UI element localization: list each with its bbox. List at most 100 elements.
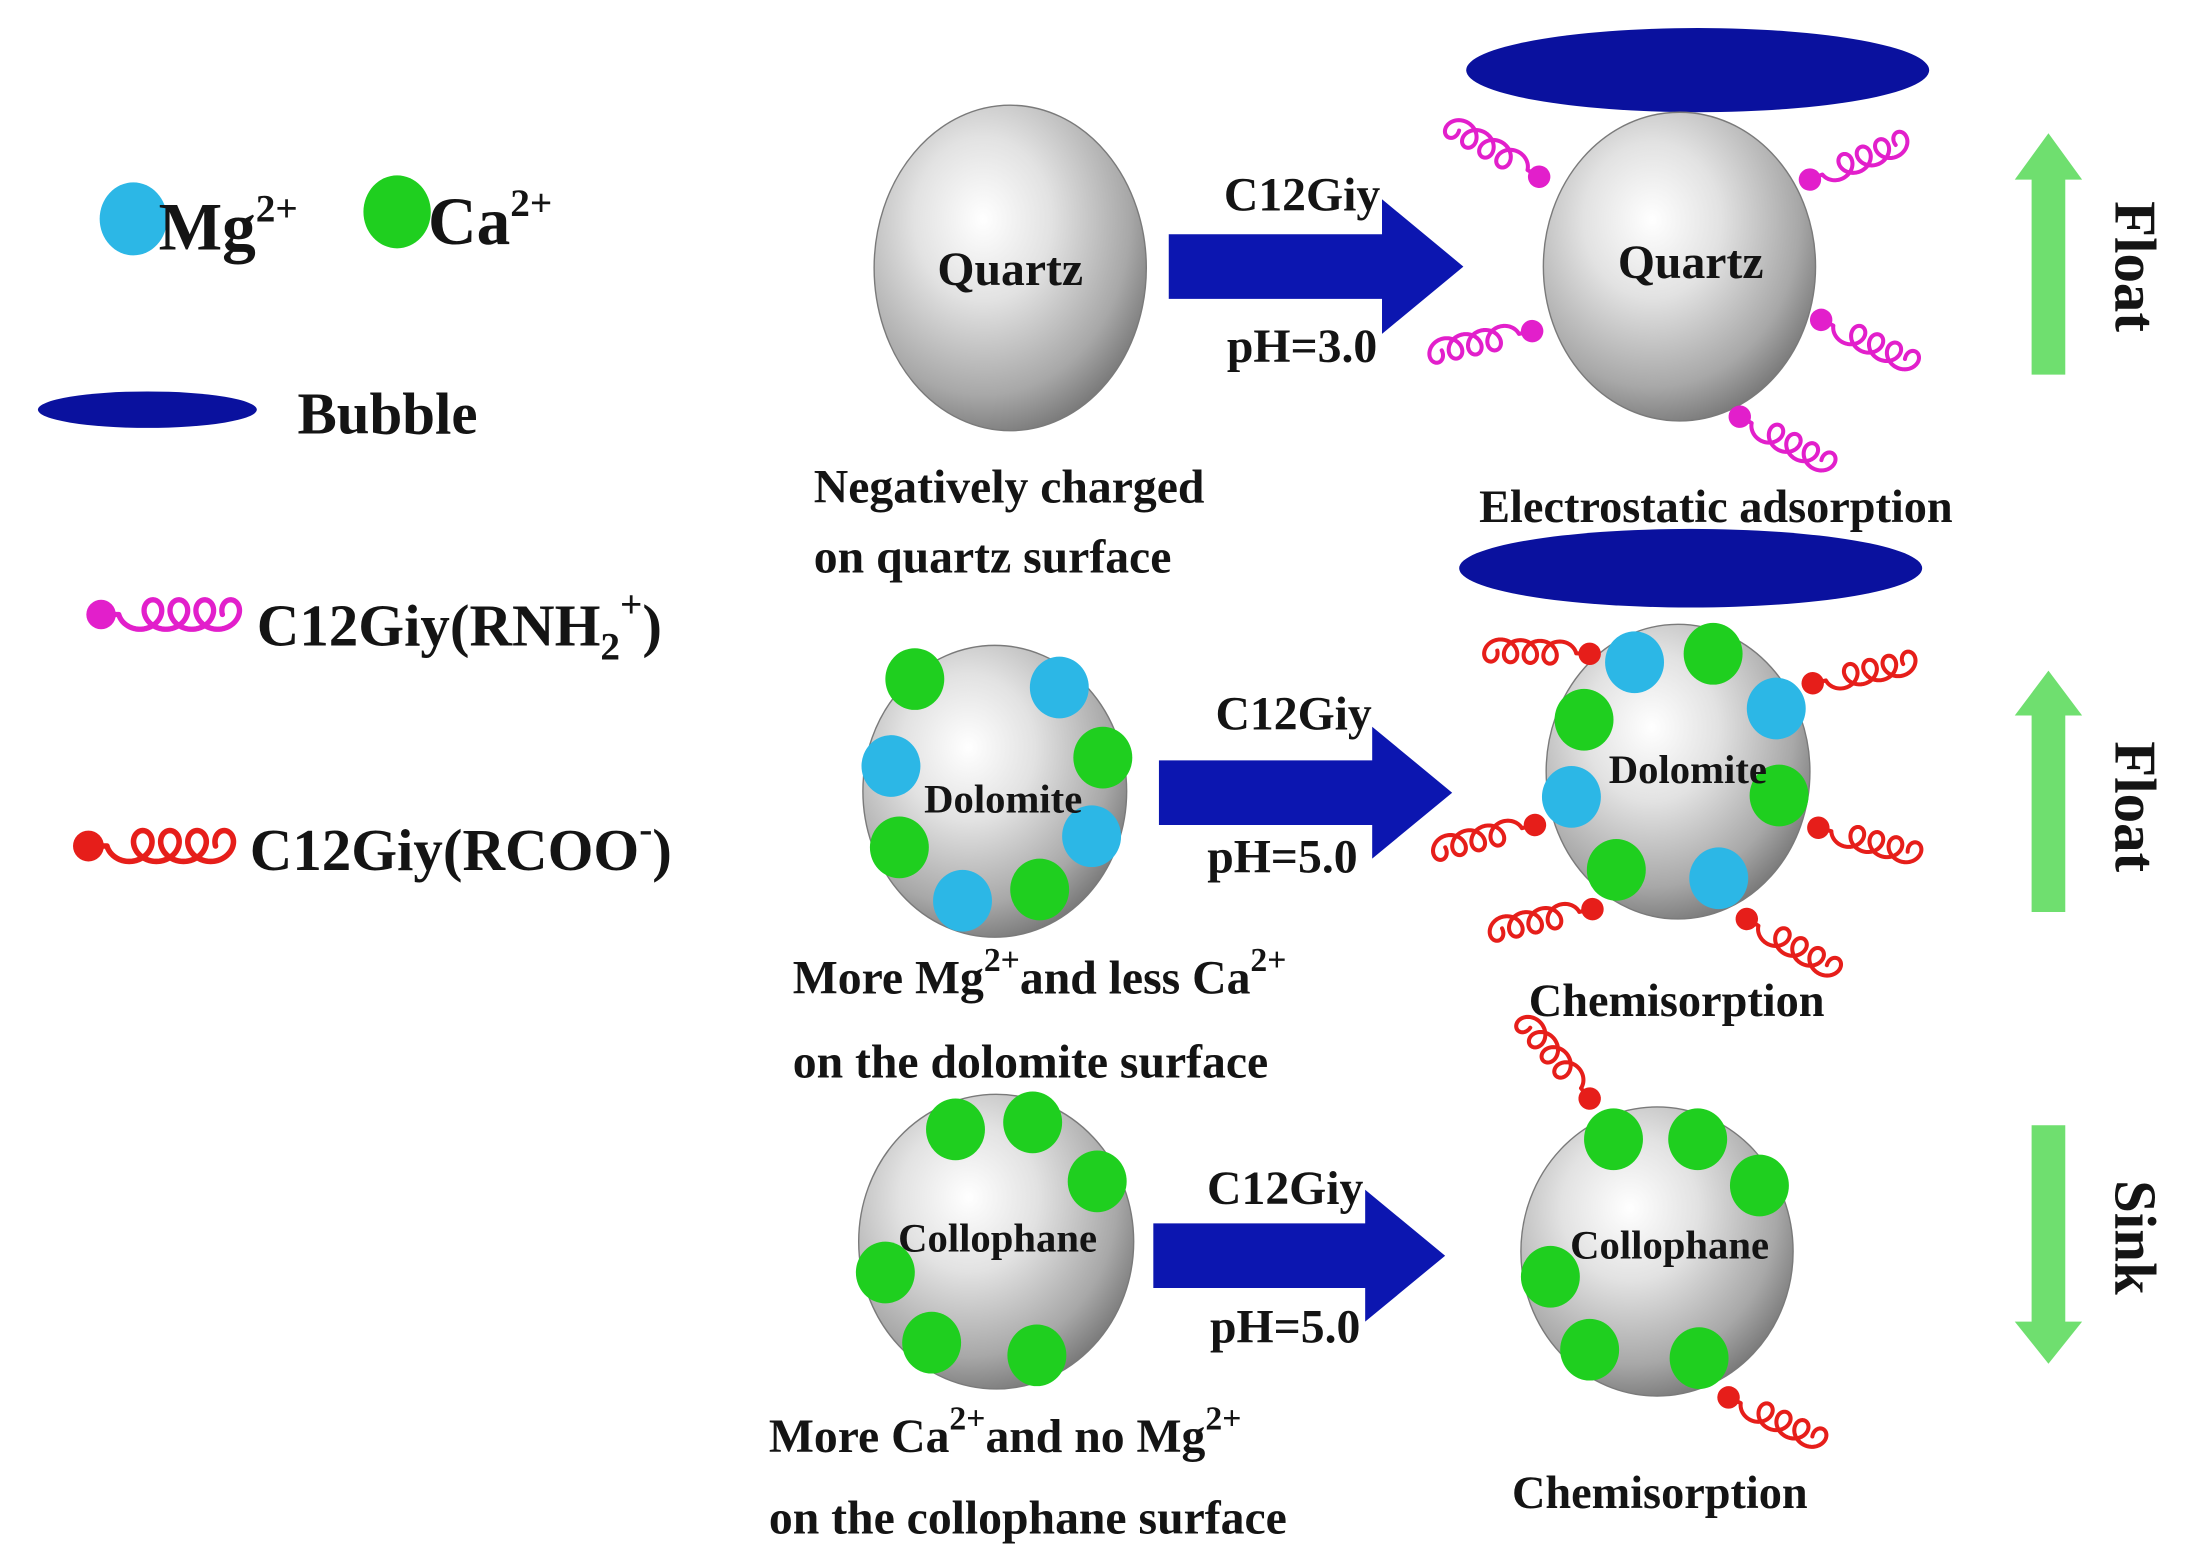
mg-ion-dot xyxy=(1062,805,1122,868)
dolomite-ph-label: pH=5.0 xyxy=(1207,831,1357,884)
quartz-row: Quartz C12Giy pH=3.0 Negatively charged … xyxy=(814,28,2168,583)
ca-ion-dot xyxy=(1669,1327,1729,1389)
amine-collector-icon xyxy=(1442,114,1554,192)
ca-ion-dot xyxy=(1584,1108,1643,1171)
carboxyl-collector-icon xyxy=(1731,904,1843,982)
ca-ion-legend-label: Ca2+ xyxy=(428,182,552,259)
dolomite-outcome-label: Float xyxy=(2102,741,2168,872)
dolomite-row: Dolomite C12Giy pH=5.0 More Mg2+and less… xyxy=(793,528,2168,1089)
amine-collector-icon xyxy=(1795,130,1912,195)
ca-ion-dot xyxy=(1729,1154,1789,1217)
mg-ion-dot xyxy=(1029,656,1089,719)
ca-ion-dot xyxy=(1683,622,1743,685)
note-text-part: More Mg xyxy=(793,951,984,1004)
ca-ion-dot xyxy=(1010,858,1070,921)
ca-ion-dot xyxy=(869,816,929,879)
dolomite-particle-before xyxy=(862,644,1128,938)
bubble-legend-icon xyxy=(37,391,257,428)
collophane-outcome-label: Sink xyxy=(2102,1180,2168,1295)
carboxyl-collector-icon xyxy=(1799,650,1918,696)
collophane-mechanism-label: Chemisorption xyxy=(1512,1468,1808,1519)
mg-ion-charge: 2+ xyxy=(1205,1401,1241,1438)
dolomite-surface-note-line2: on the dolomite surface xyxy=(793,1036,1268,1089)
collophane-label-before: Collophane xyxy=(898,1215,1097,1260)
note-text-part: and less Ca xyxy=(1020,951,1251,1004)
collophane-reagent-arrow xyxy=(1153,1189,1446,1322)
ca-ion-dot xyxy=(1668,1108,1728,1171)
mg-ion-dot xyxy=(933,869,992,932)
mg-ion-dot xyxy=(1541,766,1601,828)
quartz-reagent-arrow xyxy=(1168,199,1464,334)
collophane-surface-note-line2: on the collophane surface xyxy=(769,1491,1287,1544)
amine-collector-icon xyxy=(1806,305,1921,375)
ca-ion-charge: 2+ xyxy=(1250,942,1286,979)
ca-ion-dot xyxy=(855,1241,915,1304)
quartz-surface-note-line1: Negatively charged xyxy=(814,460,1205,513)
carboxyl-collector-icon xyxy=(1487,896,1606,942)
quartz-surface-note-line2: on quartz surface xyxy=(814,530,1172,583)
mg-ion-charge: 2+ xyxy=(984,942,1020,979)
ca-ion-legend-dot xyxy=(363,175,431,249)
collophane-reagent-label: C12Giy xyxy=(1207,1162,1363,1215)
ca-ion-symbol: Ca xyxy=(428,184,510,259)
carboxyl-collector-icon xyxy=(1430,811,1549,861)
ca-ion-charge: 2+ xyxy=(510,182,552,225)
collophane-row: Collophane C12Giy pH=5.0 More Ca2+and no… xyxy=(769,1011,2168,1544)
float-up-arrow xyxy=(2014,670,2083,912)
ca-ion-dot xyxy=(1554,688,1614,751)
carboxyl-collector-icon xyxy=(1484,639,1601,666)
carboxyl-collector-legend-label: C12Giy(RCOO-) xyxy=(250,808,672,883)
quartz-label-after: Quartz xyxy=(1618,236,1764,289)
bubble-legend-label: Bubble xyxy=(297,381,477,447)
carboxyl-collector-icon xyxy=(73,831,233,862)
ca-ion-charge: 2+ xyxy=(949,1401,985,1438)
sink-down-arrow xyxy=(2014,1125,2083,1364)
quartz-label-before: Quartz xyxy=(937,243,1083,296)
collophane-label-after: Collophane xyxy=(1570,1222,1769,1267)
carboxyl-collector-icon xyxy=(1714,1382,1829,1452)
quartz-particle-after xyxy=(1542,111,1817,422)
mg-ion-symbol: Mg xyxy=(159,190,256,265)
ca-ion-dot xyxy=(885,648,945,710)
amine-collector-legend-label: C12Giy(RNH2+) xyxy=(257,583,662,668)
collophane-ph-label: pH=5.0 xyxy=(1210,1301,1360,1354)
ca-ion-dot xyxy=(1749,764,1809,827)
mg-ion-dot xyxy=(1689,847,1749,910)
quartz-mechanism-label: Electrostatic adsorption xyxy=(1479,482,1953,533)
carboxyl-collector-close-paren: ) xyxy=(652,817,672,883)
carboxyl-collector-icon xyxy=(1805,814,1924,866)
mg-ion-dot xyxy=(1746,677,1806,740)
dolomite-surface-note-line1: More Mg2+and less Ca2+ xyxy=(793,942,1287,1004)
dolomite-label-before: Dolomite xyxy=(924,776,1082,821)
amine-collector-icon xyxy=(1427,318,1546,364)
mg-ion-dot xyxy=(861,735,921,797)
dolomite-mechanism-label: Chemisorption xyxy=(1529,976,1825,1027)
ca-ion-dot xyxy=(926,1098,985,1161)
ca-ion-dot xyxy=(902,1311,962,1374)
collophane-surface-note-line1: More Ca2+and no Mg2+ xyxy=(769,1401,1242,1463)
mg-ion-charge: 2+ xyxy=(256,188,298,231)
quartz-ph-label: pH=3.0 xyxy=(1227,320,1377,373)
quartz-outcome-label: Float xyxy=(2102,201,2168,332)
ca-ion-dot xyxy=(1073,726,1133,789)
mg-ion-legend-dot xyxy=(99,182,168,256)
amine-collector-formula: C12Giy(RNH xyxy=(257,592,601,658)
amine-collector-icon xyxy=(1725,402,1839,477)
dolomite-label-after: Dolomite xyxy=(1609,747,1767,792)
amine-collector-charge: + xyxy=(620,583,642,626)
dolomite-reagent-label: C12Giy xyxy=(1215,688,1371,741)
quartz-attached-bubble xyxy=(1466,28,1930,113)
ca-ion-dot xyxy=(1520,1245,1580,1308)
ca-ion-dot xyxy=(1560,1318,1620,1381)
amine-collector-icon xyxy=(86,600,239,629)
ca-ion-dot xyxy=(1007,1324,1067,1387)
amine-collector-close-paren: ) xyxy=(642,592,662,658)
quartz-particle-before xyxy=(873,104,1148,432)
dolomite-attached-bubble xyxy=(1459,528,1923,608)
ca-ion-dot xyxy=(1586,838,1646,901)
float-up-arrow xyxy=(2014,133,2083,375)
ca-ion-dot xyxy=(1003,1091,1063,1154)
note-text-part: More Ca xyxy=(769,1410,950,1463)
carboxyl-collector-formula: C12Giy(RCOO xyxy=(250,817,639,883)
